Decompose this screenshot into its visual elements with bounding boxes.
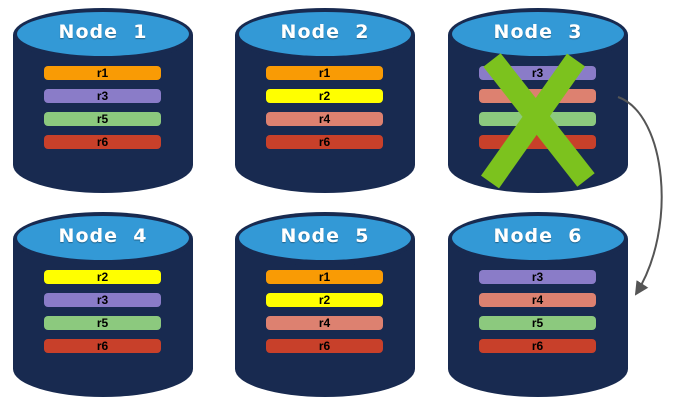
replica-bar-r6: r6 xyxy=(479,339,596,353)
replica-bar-r6: r6 xyxy=(44,135,161,149)
replica-bar xyxy=(479,135,596,149)
replica-bar-r4: r4 xyxy=(266,316,383,330)
replica-list: r3 r4 r5 r6 xyxy=(479,270,596,362)
database-cylinder-icon xyxy=(235,212,415,397)
replica-bar-r2: r2 xyxy=(266,89,383,103)
node-3-failed: Node 3 r3 xyxy=(448,8,628,196)
replica-label: r1 xyxy=(96,66,109,80)
replica-bar-r4: r4 xyxy=(479,293,596,307)
node-4: Node 4 r2 r3 r5 r6 xyxy=(13,212,193,400)
replica-label: r5 xyxy=(96,112,109,126)
replica-label: r4 xyxy=(318,316,331,330)
replica-label: r6 xyxy=(318,339,331,353)
replica-list: r1 r2 r4 r6 xyxy=(266,270,383,362)
replica-label: r5 xyxy=(96,316,109,330)
replica-list: r3 xyxy=(479,66,596,158)
replica-list: r1 r2 r4 r6 xyxy=(266,66,383,158)
node-title: Node 5 xyxy=(280,225,370,247)
replica-label: r6 xyxy=(531,339,544,353)
replica-label: r3 xyxy=(96,89,109,103)
replica-bar-r5: r5 xyxy=(479,316,596,330)
replica-bar-r6: r6 xyxy=(44,339,161,353)
replica-label: r4 xyxy=(318,112,331,126)
replica-label: r3 xyxy=(531,270,544,284)
replica-bar-r3: r3 xyxy=(44,89,161,103)
node-2: Node 2 r1 r2 r4 r6 xyxy=(235,8,415,196)
node-title: Node 4 xyxy=(58,225,148,247)
replica-bar-r6: r6 xyxy=(266,339,383,353)
replica-label: r4 xyxy=(531,293,544,307)
replica-bar-r6: r6 xyxy=(266,135,383,149)
replica-bar-r3: r3 xyxy=(479,270,596,284)
replica-label: r3 xyxy=(531,66,544,80)
replica-label: r2 xyxy=(318,89,331,103)
replica-bar-r1: r1 xyxy=(44,66,161,80)
node-title: Node 1 xyxy=(58,21,148,43)
replica-label: r1 xyxy=(318,66,331,80)
replica-bar-r2: r2 xyxy=(266,293,383,307)
replica-label: r2 xyxy=(318,293,331,307)
replica-label: r1 xyxy=(318,270,331,284)
replica-label: r3 xyxy=(96,293,109,307)
replica-bar-r3: r3 xyxy=(44,293,161,307)
replica-label: r5 xyxy=(531,316,544,330)
replica-bar xyxy=(479,89,596,103)
node-title: Node 2 xyxy=(280,21,370,43)
node-title: Node 6 xyxy=(493,225,583,247)
node-title: Node 3 xyxy=(493,21,583,43)
node-5: Node 5 r1 r2 r4 r6 xyxy=(235,212,415,400)
replica-bar xyxy=(479,112,596,126)
replica-label: r6 xyxy=(96,339,109,353)
replica-label: r2 xyxy=(96,270,109,284)
node-6: Node 6 r3 r4 r5 r6 xyxy=(448,212,628,400)
replica-bar-r2: r2 xyxy=(44,270,161,284)
replica-bar-r1: r1 xyxy=(266,270,383,284)
replica-bar-r4: r4 xyxy=(266,112,383,126)
replica-label: r6 xyxy=(318,135,331,149)
replica-list: r1 r3 r5 r6 xyxy=(44,66,161,158)
replica-bar-r1: r1 xyxy=(266,66,383,80)
replica-list: r2 r3 r5 r6 xyxy=(44,270,161,362)
replica-bar-r3: r3 xyxy=(479,66,596,80)
replica-label: r6 xyxy=(96,135,109,149)
replica-bar-r5: r5 xyxy=(44,316,161,330)
node-1: Node 1 r1 r3 r5 r6 xyxy=(13,8,193,196)
replica-bar-r5: r5 xyxy=(44,112,161,126)
